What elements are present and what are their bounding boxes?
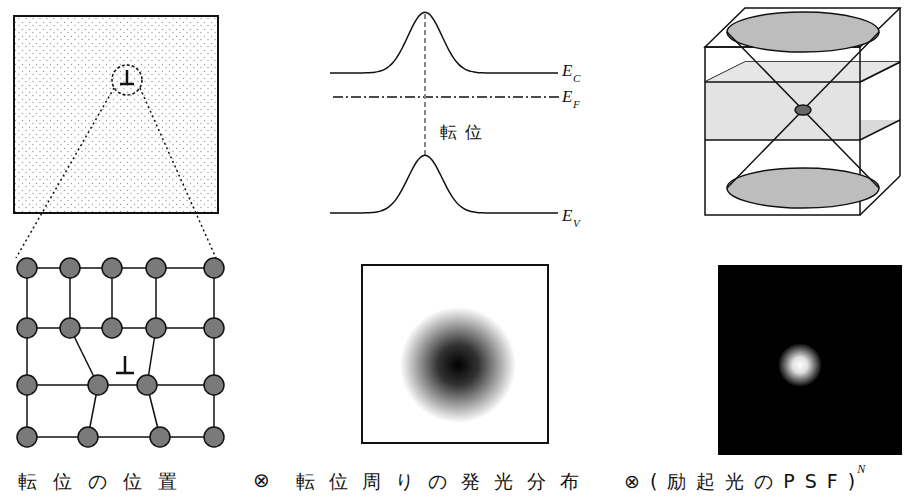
- atom: [137, 375, 157, 395]
- panel-caption: 転位の位置: [18, 472, 193, 491]
- atom: [17, 427, 37, 447]
- atom: [204, 318, 224, 338]
- atom: [150, 427, 170, 447]
- band-subscript: C: [573, 73, 580, 84]
- band-subscript: V: [573, 218, 580, 229]
- atomic-lattice: [17, 258, 224, 447]
- atomic-bond: [88, 436, 160, 438]
- atom: [60, 258, 80, 278]
- dislocation-symbol: [124, 356, 127, 373]
- atom: [17, 318, 37, 338]
- atom: [17, 375, 37, 395]
- atom: [146, 258, 166, 278]
- band-subscript: F: [573, 99, 580, 110]
- panel-caption: ⊗(励起光のPSF): [624, 472, 865, 491]
- psf-spot: [718, 265, 902, 455]
- atom: [102, 318, 122, 338]
- conduction-band: [330, 12, 558, 73]
- valence-band: [330, 155, 558, 213]
- band-label: E: [562, 207, 572, 224]
- atom: [204, 258, 224, 278]
- atom: [204, 427, 224, 447]
- dislocation-symbol: [116, 372, 134, 375]
- emission-map: [362, 265, 548, 443]
- dislocation-label: 転位: [440, 124, 490, 141]
- crystal-panel: [14, 16, 218, 258]
- atom: [88, 375, 108, 395]
- atom: [17, 258, 37, 278]
- psf-cone: [705, 8, 900, 215]
- atom: [60, 318, 80, 338]
- atom: [102, 258, 122, 278]
- panel-caption: 転位周りの発光分布: [296, 472, 593, 491]
- operator-symbol: ⊗: [253, 470, 270, 490]
- atom: [146, 318, 166, 338]
- atom: [204, 375, 224, 395]
- exponent-label: N: [857, 463, 865, 475]
- atom: [78, 427, 98, 447]
- band-label: E: [562, 88, 572, 105]
- band-label: E: [562, 62, 572, 79]
- band-diagram: [330, 12, 560, 213]
